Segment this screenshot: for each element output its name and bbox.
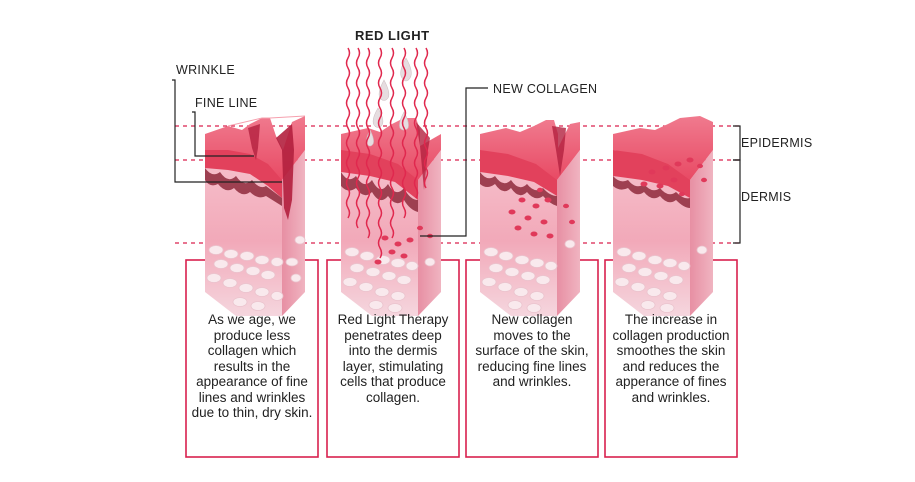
fine-line-leader [192, 111, 254, 157]
new-collagen-label: NEW COLLAGEN [493, 82, 598, 96]
caption-new-collagen: New collagen moves to the surface of the… [475, 312, 589, 389]
skin-block-new-collagen [480, 120, 580, 316]
epidermis-label: EPIDERMIS [741, 136, 813, 150]
caption-red-light-therapy: Red Light Therapy penetrates deep into t… [337, 312, 449, 405]
caption-aging: As we age, we produce less collagen whic… [191, 312, 313, 420]
dermis-label: DERMIS [741, 190, 792, 204]
new-collagen-leader [420, 87, 488, 237]
fine-line-label: FINE LINE [195, 96, 258, 110]
wrinkle-label: WRINKLE [176, 63, 236, 77]
red-light-rays [345, 47, 429, 259]
skin-block-smooth [613, 116, 713, 316]
caption-smooth-skin: The increase in collagen production smoo… [612, 312, 730, 405]
skin-block-aged [205, 115, 306, 316]
epidermis-bracket [733, 125, 741, 161]
wrinkle-leader [172, 79, 282, 183]
dermis-bracket [733, 159, 741, 244]
red-light-label: RED LIGHT [355, 28, 430, 43]
skin-block-red-light [341, 57, 441, 316]
